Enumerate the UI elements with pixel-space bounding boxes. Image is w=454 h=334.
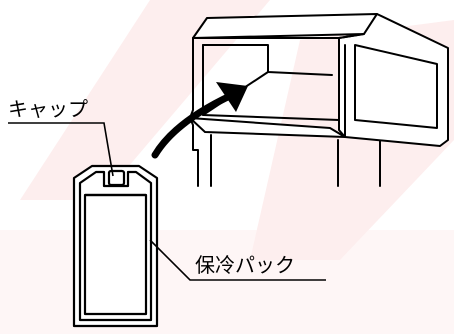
ice-pack xyxy=(72,164,159,328)
curved-arrow xyxy=(151,82,248,159)
ice-pack-callout: 保冷パック xyxy=(149,239,326,281)
ice-pack-label: 保冷パック xyxy=(195,253,295,277)
cap-callout: キャップ xyxy=(8,97,114,177)
cap-label: キャップ xyxy=(8,97,88,121)
